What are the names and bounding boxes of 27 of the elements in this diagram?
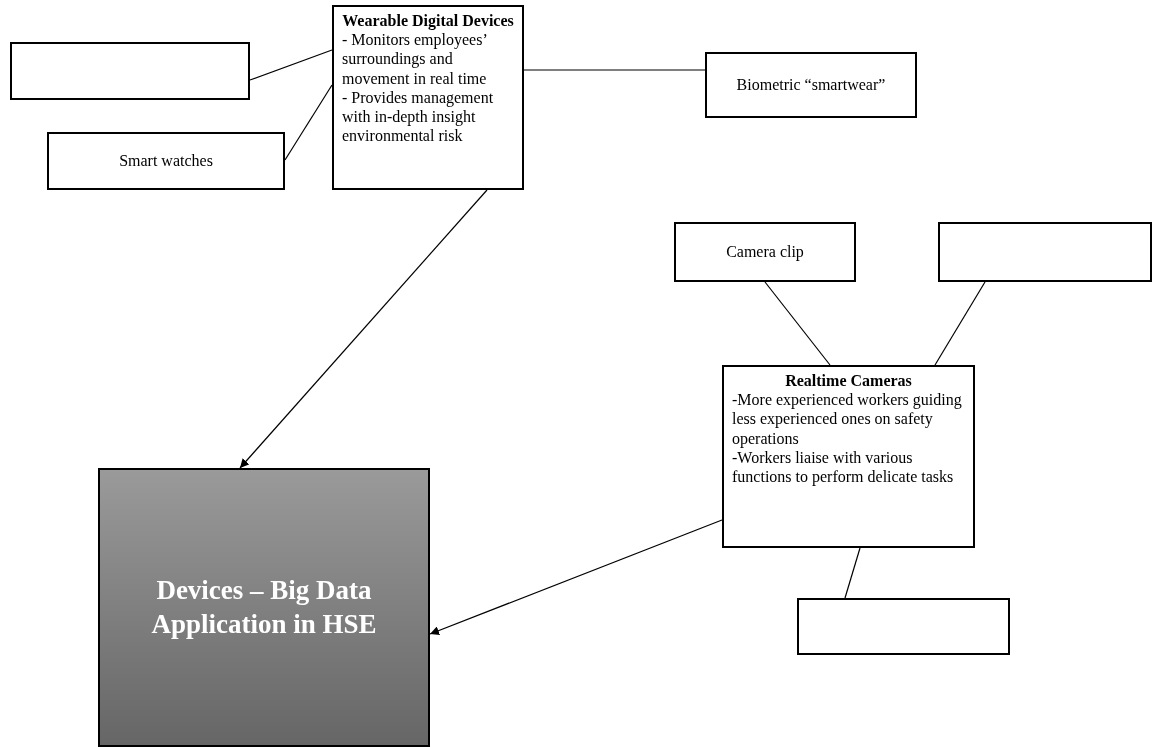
bullet-text: -More experienced workers guiding less experienced ones on safety operations (732, 390, 963, 448)
label-text: Camera clip (726, 242, 804, 262)
heading: Wearable Digital Devices (342, 11, 514, 31)
arrow (239, 189, 488, 469)
label-text: Smart watches (119, 151, 213, 171)
text-box (705, 52, 917, 118)
bullet-text: -Workers liaise with various functions to perform delicate tasks (732, 448, 955, 487)
text-box (722, 365, 975, 548)
connector-line (523, 69, 706, 71)
text-box (47, 132, 285, 190)
title-text: Devices – Big Data Application in HSE (150, 573, 378, 641)
title-box (98, 468, 430, 747)
connector-line (249, 49, 333, 81)
box-node (938, 222, 1152, 282)
box-node (797, 598, 1010, 655)
connector-line (934, 281, 986, 366)
box-node (10, 42, 250, 100)
arrow (429, 519, 723, 635)
connector-line (844, 547, 861, 599)
connector-line (284, 84, 333, 161)
bullet-text: - Provides management with in-depth insight environmental risk (342, 87, 495, 146)
text-box (674, 222, 856, 282)
connector-line (764, 281, 831, 366)
text-box (332, 5, 524, 190)
label-text: Biometric “smartwear” (736, 75, 886, 95)
heading: Realtime Cameras (784, 371, 913, 391)
bullet-text: - Monitors employees’ surroundings and movement in real time (342, 30, 488, 88)
